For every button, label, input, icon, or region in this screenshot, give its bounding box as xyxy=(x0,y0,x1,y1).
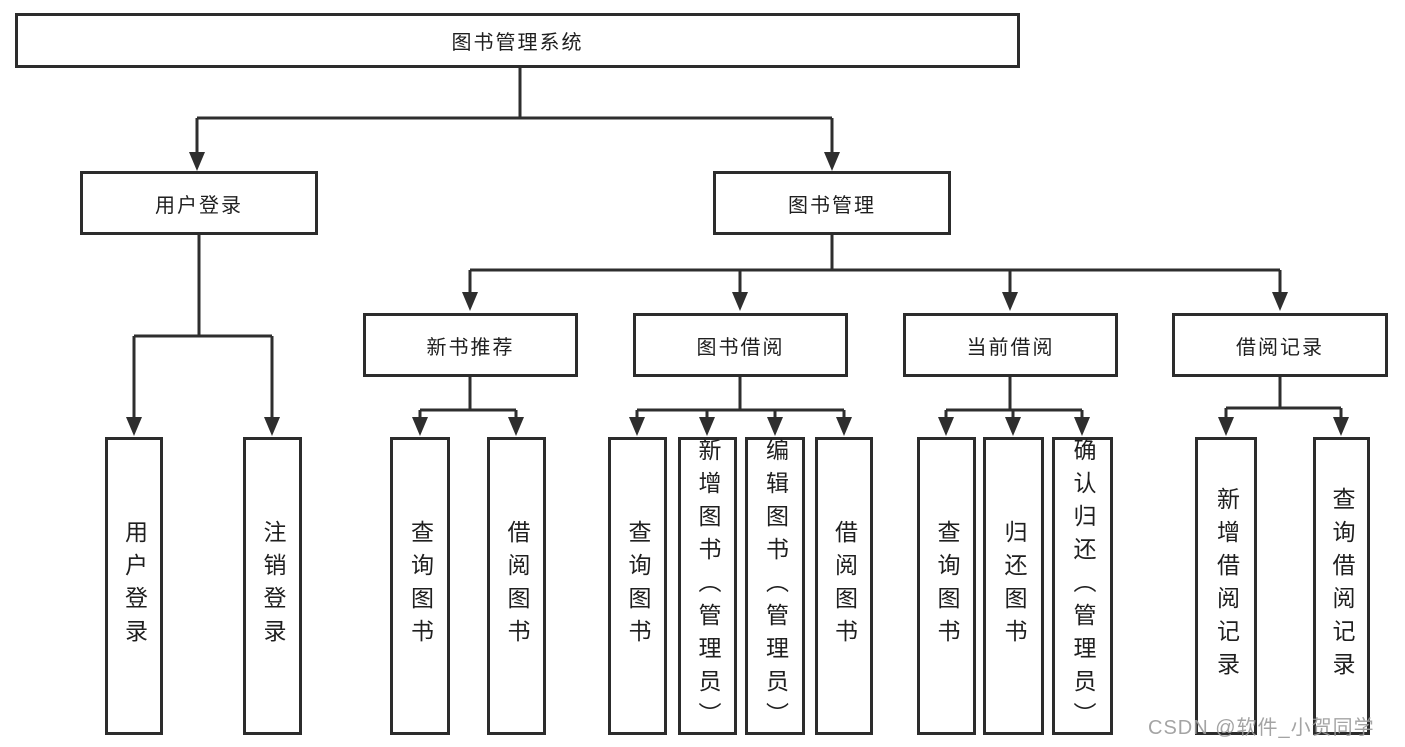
arrowhead-icon xyxy=(189,152,205,171)
node-library-system: 图书管理系统 xyxy=(15,13,1020,68)
arrowhead-icon xyxy=(699,417,715,436)
leaf-user-login: 用户登录 xyxy=(105,437,163,735)
arrowhead-icon xyxy=(629,417,645,436)
leaf-label: 用户登录 xyxy=(121,520,148,652)
leaf-label: 新增借阅记录 xyxy=(1213,487,1240,685)
node-label: 图书借阅 xyxy=(696,336,785,359)
node-label: 用户登录 xyxy=(155,194,243,217)
watermark: CSDN @软件_小贺同学 xyxy=(1148,717,1375,739)
connector-bookmgmt-to-level3 xyxy=(468,235,1282,294)
connector-borrow-to-leaves xyxy=(635,377,846,419)
arrowhead-icon xyxy=(412,417,428,436)
leaf-add-borrow-record: 新增借阅记录 xyxy=(1195,437,1257,735)
node-label: 图书管理系统 xyxy=(451,32,584,54)
leaf-return-book: 归还图书 xyxy=(983,437,1044,735)
leaf-label: 查询图书 xyxy=(625,520,651,652)
leaf-query-book-recommend: 查询图书 xyxy=(390,437,450,735)
node-current-borrow: 当前借阅 xyxy=(903,313,1118,377)
connector-root-to-level2 xyxy=(195,68,834,154)
node-label: 新书推荐 xyxy=(426,336,515,359)
node-label: 借阅记录 xyxy=(1236,336,1324,359)
leaf-label: 新增图书（管理员） xyxy=(695,437,721,735)
arrowhead-icon xyxy=(1002,292,1018,311)
leaf-borrow-book-recommend: 借阅图书 xyxy=(487,437,546,735)
arrowhead-icon xyxy=(1272,292,1288,311)
arrowhead-icon xyxy=(462,292,478,311)
leaf-confirm-return-admin: 确认归还（管理员） xyxy=(1052,437,1113,735)
leaf-query-borrow-record: 查询借阅记录 xyxy=(1313,437,1370,735)
arrowhead-icon xyxy=(1333,417,1349,436)
leaf-label: 编辑图书（管理员） xyxy=(762,437,789,735)
leaf-label: 确认归还（管理员） xyxy=(1070,437,1096,735)
leaf-label: 查询图书 xyxy=(407,520,434,652)
arrowhead-icon xyxy=(938,417,954,436)
arrowhead-icon xyxy=(732,292,748,311)
node-book-borrow: 图书借阅 xyxy=(633,313,848,377)
leaf-label: 归还图书 xyxy=(1001,520,1027,652)
node-new-book-recommend: 新书推荐 xyxy=(363,313,578,377)
arrowhead-icon xyxy=(1005,417,1021,436)
arrowhead-icon xyxy=(126,417,142,436)
connector-recommend-to-leaves xyxy=(418,377,518,419)
arrowhead-icon xyxy=(1218,417,1234,436)
leaf-label: 查询借阅记录 xyxy=(1329,487,1355,685)
arrowhead-icon xyxy=(1074,417,1090,436)
leaf-query-book-borrow: 查询图书 xyxy=(608,437,667,735)
node-borrow-records: 借阅记录 xyxy=(1172,313,1388,377)
connector-current-to-leaves xyxy=(944,377,1084,419)
arrowhead-icon xyxy=(824,152,840,171)
connector-userlogin-to-leaves xyxy=(132,235,274,419)
node-label: 当前借阅 xyxy=(966,336,1055,359)
leaf-edit-book-admin: 编辑图书（管理员） xyxy=(745,437,805,735)
leaf-label: 注销登录 xyxy=(260,520,286,652)
arrowhead-icon xyxy=(836,417,852,436)
arrowhead-icon xyxy=(767,417,783,436)
connector-records-to-leaves xyxy=(1224,377,1343,419)
leaf-query-book-current: 查询图书 xyxy=(917,437,976,735)
arrowhead-icon xyxy=(508,417,524,436)
leaf-add-book-admin: 新增图书（管理员） xyxy=(678,437,737,735)
arrowhead-icon xyxy=(264,417,280,436)
leaf-label: 借阅图书 xyxy=(504,520,530,652)
leaf-borrow-book: 借阅图书 xyxy=(815,437,873,735)
node-book-management: 图书管理 xyxy=(713,171,951,235)
node-label: 图书管理 xyxy=(788,194,876,217)
leaf-label: 借阅图书 xyxy=(831,520,858,652)
leaf-label: 查询图书 xyxy=(934,520,960,652)
leaf-logout: 注销登录 xyxy=(243,437,302,735)
node-user-login: 用户登录 xyxy=(80,171,318,235)
